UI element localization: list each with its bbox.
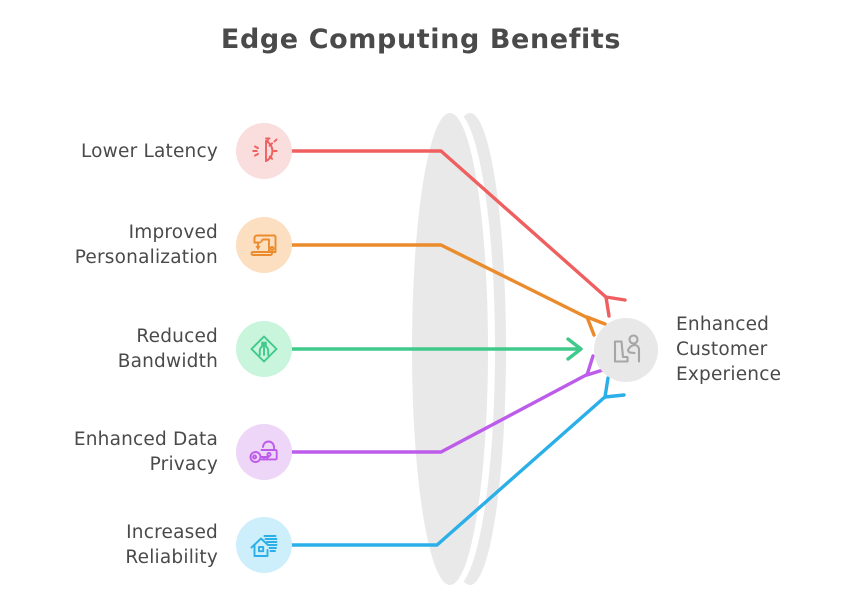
target-label: Enhanced Customer Experience: [676, 314, 782, 385]
narrowing-road-sign-icon: [236, 321, 292, 377]
arrowhead: [604, 295, 627, 318]
connector-improved-personalization: [290, 243, 607, 337]
target-node-enhanced-customer-experience[interactable]: Enhanced Customer Experience: [594, 312, 781, 387]
benefit-label: Enhanced Data Privacy: [73, 429, 218, 475]
sewing-machine-icon: [236, 217, 292, 273]
arrowhead: [585, 315, 607, 337]
stopwatch-speed-icon: [236, 123, 292, 179]
benefit-label: Increased Reliability: [125, 522, 218, 568]
person-at-desk-icon: [594, 317, 658, 382]
benefit-item-improved-personalization[interactable]: Improved Personalization: [0, 217, 292, 273]
arrowhead: [566, 337, 583, 361]
benefit-label: Reduced Bandwidth: [117, 326, 218, 372]
connector-line: [290, 243, 590, 320]
connector-lower-latency: [290, 149, 627, 318]
house-wind-icon: [236, 517, 292, 573]
benefit-item-enhanced-data-privacy[interactable]: Enhanced Data Privacy: [0, 424, 292, 480]
benefit-item-lower-latency[interactable]: Lower Latency: [0, 123, 292, 179]
benefit-item-reduced-bandwidth[interactable]: Reduced Bandwidth: [0, 321, 292, 377]
benefit-item-increased-reliability[interactable]: Increased Reliability: [0, 517, 292, 573]
benefit-label: Improved Personalization: [74, 222, 218, 268]
connector-line: [290, 372, 590, 454]
connector-reduced-bandwidth: [290, 337, 583, 361]
benefit-label: Lower Latency: [80, 140, 218, 162]
arrowhead: [585, 354, 608, 377]
connector-increased-reliability: [290, 376, 626, 547]
page-title: Edge Computing Benefits: [220, 24, 622, 55]
arrowhead: [603, 376, 626, 399]
connector-enhanced-data-privacy: [290, 354, 608, 454]
lock-and-key-icon: [236, 424, 292, 480]
connector-line: [290, 394, 608, 547]
connector-line: [290, 149, 609, 300]
